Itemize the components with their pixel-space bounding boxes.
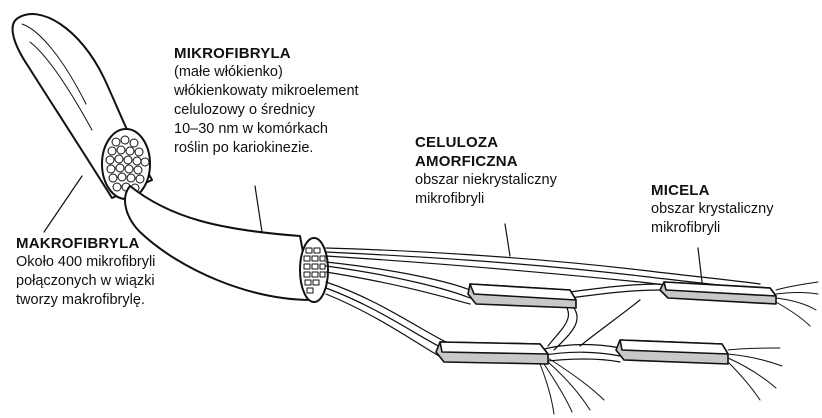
micelle-blocks [436,282,776,364]
label-mikrofibryla-line: roślin po kariokinezie. [174,139,359,158]
label-mikrofibryla: MIKROFIBRYLA (małe włókienko) włókienkow… [174,44,359,158]
label-celuloza-title: AMORFICZNA [415,152,557,171]
label-celuloza-line: obszar niekrystaliczny [415,171,557,190]
label-mikrofibryla-title: MIKROFIBRYLA [174,44,359,63]
label-celuloza-title: CELULOZA [415,133,557,152]
label-mikrofibryla-line: celulozowy o średnicy [174,101,359,120]
label-mikrofibryla-line: 10–30 nm w komórkach [174,120,359,139]
label-micela-line: obszar krystaliczny [651,200,773,219]
label-makrofibryla-title: MAKROFIBRYLA [16,234,155,253]
label-celuloza-amorficzna: CELULOZA AMORFICZNA obszar niekrystalicz… [415,133,557,209]
label-mikrofibryla-line: włókienkowaty mikroelement [174,82,359,101]
microfibril [125,186,328,302]
label-makrofibryla-line: tworzy makrofibrylę. [16,291,155,310]
label-micela: MICELA obszar krystaliczny mikrofibryli [651,181,773,238]
macrofibril [13,14,152,199]
label-makrofibryla: MAKROFIBRYLA Około 400 mikrofibryli połą… [16,234,155,310]
label-micela-title: MICELA [651,181,773,200]
label-makrofibryla-line: Około 400 mikrofibryli [16,253,155,272]
label-celuloza-line: mikrofibryli [415,190,557,209]
label-makrofibryla-line: połączonych w wiązki [16,272,155,291]
label-micela-line: mikrofibryli [651,219,773,238]
label-mikrofibryla-line: (małe włókienko) [174,63,359,82]
